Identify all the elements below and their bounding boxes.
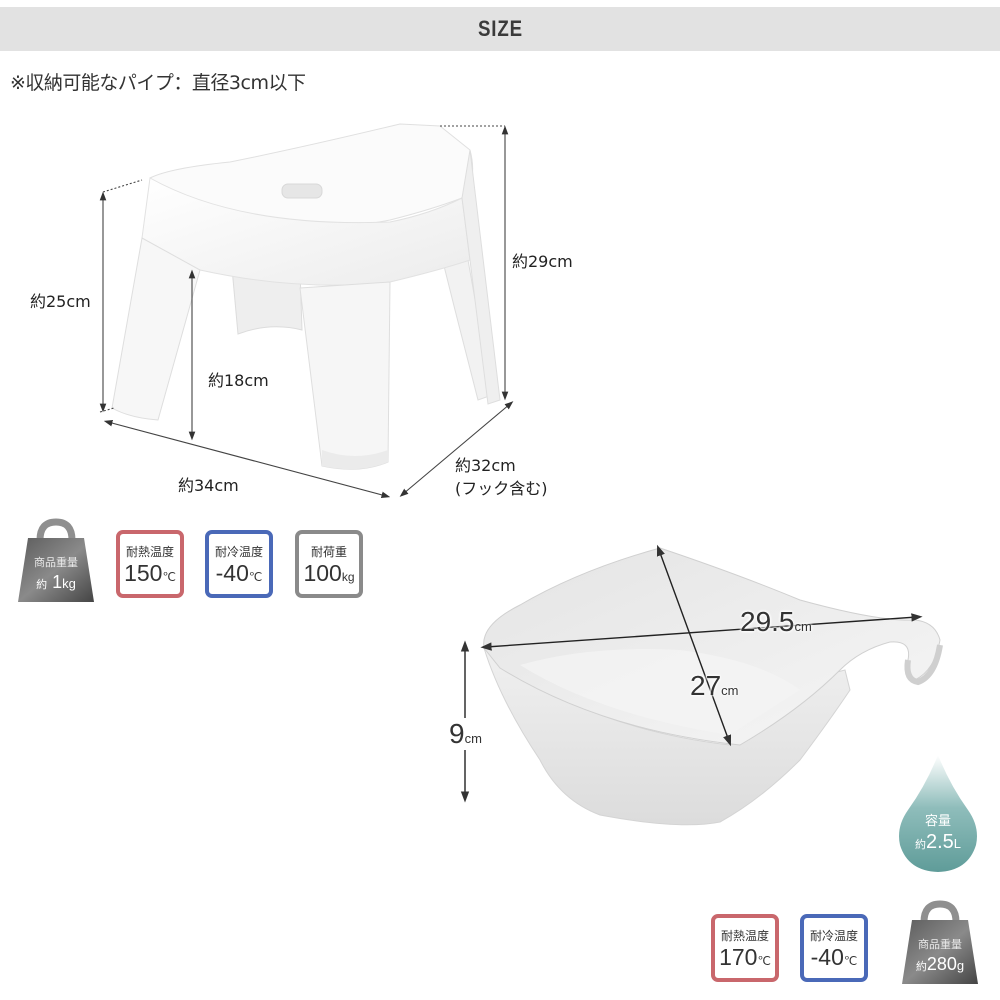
basin-height-label: 9cm: [449, 718, 482, 749]
stool-image: [111, 123, 501, 470]
basin-length-label: 29.5cm: [740, 606, 812, 637]
basin-weight-label: 商品重量: [918, 938, 962, 951]
stool-width-label: 約34cm: [178, 476, 239, 495]
stool-inner-height-label: 約18cm: [208, 371, 269, 390]
stool-seat-height-label: 約25cm: [30, 292, 91, 311]
basin-dimension-lines: [460, 544, 923, 803]
basin-heat-resistance-badge: 耐熱温度 170℃: [711, 914, 779, 982]
spec-label: 耐荷重: [310, 545, 347, 559]
basin-capacity-badge: 容量 約2.5L: [898, 755, 978, 873]
spec-label: 耐熱温度: [125, 545, 174, 559]
stool-depth-label: 約32cm: [455, 456, 516, 475]
spec-label: 耐冷温度: [214, 545, 263, 559]
stool-heat-resistance-badge: 耐熱温度 150℃: [116, 530, 184, 598]
stool-load-capacity-badge: 耐荷重 100kg: [295, 530, 363, 598]
basin-weight-badge: 商品重量 約280g: [900, 900, 980, 984]
spec-value: 150℃: [124, 560, 176, 586]
stool-depth-note: (フック含む): [455, 479, 548, 498]
section-header: SIZE: [0, 7, 1000, 51]
capacity-value: 約2.5L: [914, 831, 962, 853]
weight-icon: [902, 900, 978, 984]
weight-icon: [18, 518, 94, 602]
capacity-label: 容量: [924, 814, 951, 829]
stool-total-height-label: 約29cm: [512, 252, 573, 271]
spec-label: 耐熱温度: [720, 929, 769, 943]
spec-label: 耐冷温度: [809, 929, 858, 943]
spec-value: -40℃: [215, 560, 263, 586]
stool-weight-label: 商品重量: [34, 556, 78, 569]
spec-value: 170℃: [719, 944, 771, 970]
section-title: SIZE: [477, 16, 523, 41]
basin-cold-resistance-badge: 耐冷温度 -40℃: [800, 914, 868, 982]
basin-weight-value: 約280g: [915, 954, 965, 974]
water-drop-icon: [899, 755, 977, 872]
basin-width-label: 27cm: [690, 670, 739, 701]
spec-value: -40℃: [810, 944, 858, 970]
spec-value: 100kg: [303, 560, 355, 586]
pipe-note: ※収納可能なパイプ：直径3cm以下: [10, 72, 306, 94]
stool-weight-badge: 商品重量 約 1kg: [16, 518, 96, 602]
stool-cold-resistance-badge: 耐冷温度 -40℃: [205, 530, 273, 598]
stool-weight-value: 約 1kg: [36, 572, 76, 592]
stool-dimension-lines: [99, 125, 514, 499]
